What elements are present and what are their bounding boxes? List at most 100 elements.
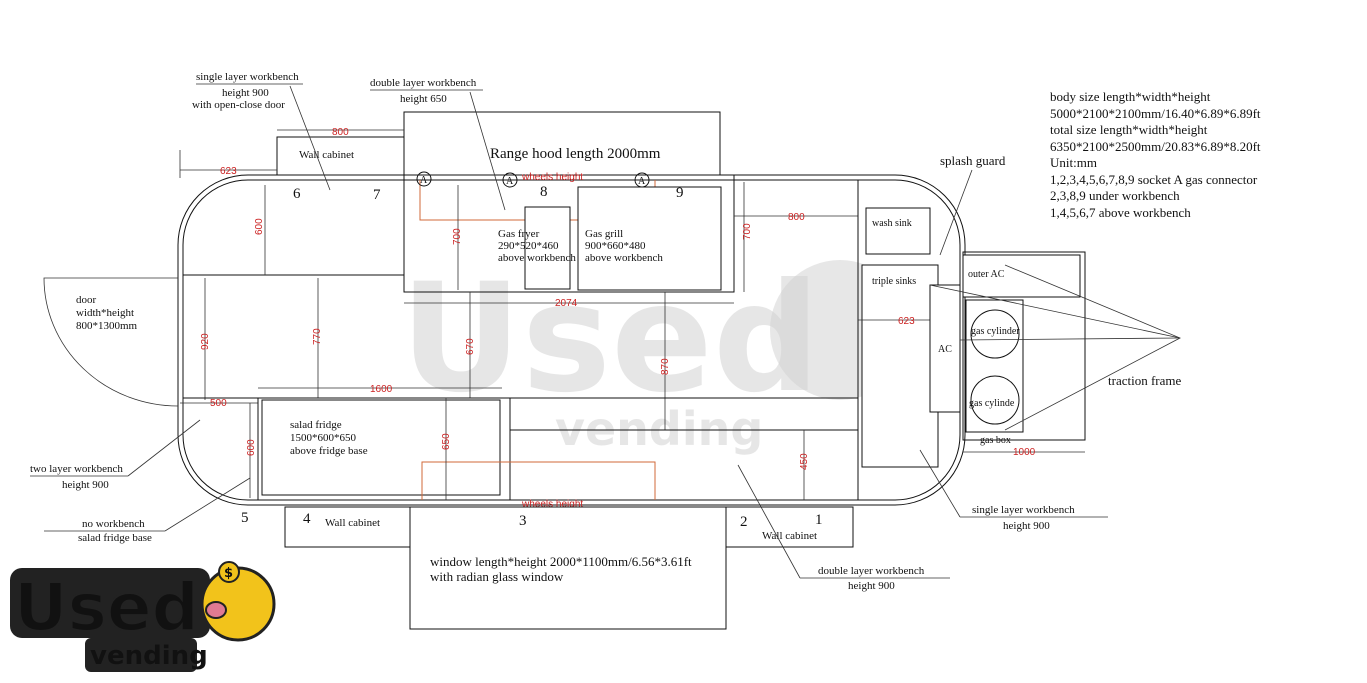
salad-fridge-pos: above fridge base — [290, 445, 368, 457]
gas-grill-box — [577, 186, 722, 291]
range-hood — [403, 111, 721, 176]
door-size: 800*1300mm — [76, 320, 138, 332]
wall-cabinet-bottom-right — [725, 506, 854, 548]
gas-fryer-size: 290*520*460 — [498, 240, 559, 252]
position-2: 2 — [740, 514, 748, 530]
salad-fridge — [261, 399, 501, 496]
gas-connector-label: A — [420, 175, 428, 186]
open-close-door-label: with open-close door — [192, 99, 285, 111]
logo-pig-snout-icon — [205, 601, 227, 619]
height-650-label: height 650 — [400, 93, 447, 105]
leader-two-layer — [127, 419, 201, 477]
dim-920: 920 — [200, 333, 211, 350]
gas-connector-icon — [502, 172, 518, 188]
gas-box — [965, 299, 1024, 433]
logo-dollar-symbol: $ — [224, 566, 233, 581]
traction-frame-label: traction frame — [1108, 373, 1181, 388]
position-numbers: 6 7 8 9 5 4 3 2 1 — [241, 184, 823, 530]
height-900-top-label: height 900 — [222, 87, 269, 99]
leader-no-workbench — [164, 477, 251, 532]
wall-cabinet-bottom-right-label: Wall cabinet — [762, 530, 817, 542]
splash-guard-label: splash guard — [940, 153, 1006, 168]
outer-ac — [962, 254, 1081, 298]
ac-unit — [929, 284, 961, 413]
wheels-height-top-label: wheels height — [521, 172, 583, 183]
window-size-label: window length*height 2000*1100mm/6.56*3.… — [430, 554, 692, 569]
double-layer-workbench-top-label: double layer workbench — [370, 77, 477, 89]
outer-ac-label: outer AC — [968, 269, 1005, 280]
gas-cylinder-1 — [970, 309, 1020, 359]
gas-fryer-pos: above workbench — [498, 252, 576, 264]
dim-870: 870 — [660, 358, 671, 375]
window-glass-label: with radian glass window — [430, 569, 564, 584]
spec-line: total size length*width*height — [1050, 122, 1208, 137]
door-label: door — [76, 294, 97, 306]
salad-fridge-size: 1500*600*650 — [290, 432, 357, 444]
dim-800-top: 800 — [332, 127, 349, 138]
dim-600-left: 600 — [254, 218, 265, 235]
position-3: 3 — [519, 513, 527, 529]
triple-sinks-label: triple sinks — [872, 276, 916, 287]
dim-600-bottom: 600 — [246, 439, 257, 456]
wash-sink — [865, 207, 931, 255]
dim-2074: 2074 — [555, 298, 578, 309]
leader-double-layer-top — [469, 91, 506, 211]
logo-coin-icon — [218, 561, 240, 583]
logo-big-text: Used — [14, 569, 199, 646]
gas-cylinder-2 — [970, 375, 1020, 425]
spec-block: body size length*width*height 5000*2100*… — [1050, 89, 1261, 220]
spec-line: Unit:mm — [1050, 155, 1097, 170]
salad-fridge-base-label: salad fridge base — [78, 532, 152, 544]
window — [409, 506, 727, 630]
gas-connector-markers: A A A — [416, 171, 650, 188]
dim-623-top: 623 — [220, 166, 237, 177]
gas-box-label: gas box — [980, 435, 1011, 446]
spec-line: 1,4,5,6,7 above workbench — [1050, 205, 1191, 220]
dim-770: 770 — [312, 328, 323, 345]
logo-back — [10, 568, 210, 638]
dim-450: 450 — [799, 453, 810, 470]
splash-guard-leader — [939, 169, 973, 256]
gas-connector-icon — [416, 171, 432, 187]
single-layer-workbench-top-label: single layer workbench — [196, 71, 299, 83]
gas-grill-label: Gas grill — [585, 228, 623, 240]
position-5: 5 — [241, 510, 249, 526]
no-workbench-label: no workbench — [82, 518, 145, 530]
position-1: 1 — [815, 512, 823, 528]
gas-connector-icon — [634, 172, 650, 188]
gas-cylinder-1-label: gas cylinder — [971, 326, 1020, 337]
wheels-height-bottom-label: wheels height — [521, 499, 583, 510]
height-900-bottom-label: height 900 — [848, 580, 895, 592]
dim-700-right: 700 — [742, 223, 753, 240]
spec-line: 2,3,8,9 under workbench — [1050, 188, 1180, 203]
spec-line: 6350*2100*2500mm/20.83*6.89*8.20ft — [1050, 139, 1261, 154]
wall-cabinet-top-label: Wall cabinet — [299, 149, 354, 161]
spec-line: 5000*2100*2100mm/16.40*6.89*6.89ft — [1050, 106, 1261, 121]
gas-cylinder-2-label: gas cylinde — [969, 398, 1015, 409]
dim-700-fryer: 700 — [452, 228, 463, 245]
traction-frame-line — [959, 337, 1181, 341]
position-4: 4 — [303, 511, 311, 527]
used-vending-logo: Used vending $ — [10, 561, 276, 672]
gas-fryer-label: Gas fryer — [498, 228, 540, 240]
traction-frame-line — [929, 284, 1181, 339]
position-9: 9 — [676, 185, 684, 201]
wheel-well-bottom — [421, 461, 656, 500]
single-layer-workbench-right-label: single layer workbench — [972, 504, 1075, 516]
wall-cabinet-bottom-left — [284, 506, 411, 548]
leader-double-layer-bottom — [737, 464, 801, 579]
watermark-small-text: vending — [555, 402, 763, 456]
traction-frame-box — [962, 251, 1086, 441]
door-size-label: width*height — [76, 307, 134, 319]
gas-grill-size: 900*660*480 — [585, 240, 646, 252]
leader-single-layer-right — [919, 449, 961, 518]
gas-connector-label: A — [506, 176, 514, 187]
logo-small-text: vending — [90, 641, 208, 671]
spec-line: 1,2,3,4,5,6,7,8,9 socket A gas connector — [1050, 172, 1258, 187]
dim-500: 500 — [210, 398, 227, 409]
position-7: 7 — [373, 187, 381, 203]
door-swing — [43, 277, 179, 407]
salad-fridge-label: salad fridge — [290, 419, 342, 431]
height-900-left-label: height 900 — [62, 479, 109, 491]
